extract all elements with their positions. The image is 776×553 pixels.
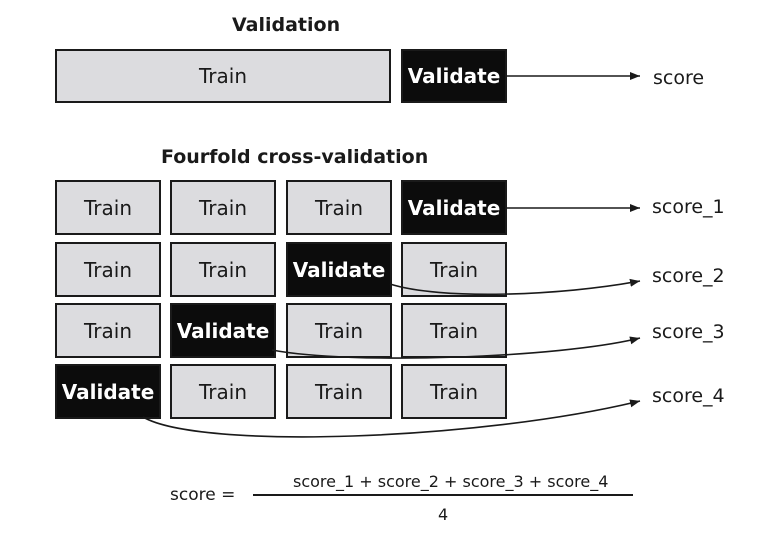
formula-numerator: score_1 + score_2 + score_3 + score_4 [293,472,609,491]
fold-1-train-box-1: Train [55,180,161,235]
fold-3-train-box-3: Train [286,303,392,358]
fold-4-train-box-2: Train [170,364,276,419]
fold-1-validate-box-4: Validate [401,180,507,235]
fold-arrow-2 [389,278,641,296]
fold-score-label-1: score_1 [652,196,725,218]
fold-arrow-3 [271,336,641,359]
fold-score-label-2: score_2 [652,265,725,287]
fold-score-label-4: score_4 [652,385,725,407]
fold-4-train-box-3: Train [286,364,392,419]
fold-1-train-box-2: Train [170,180,276,235]
validation-validate-box: Validate [401,49,507,103]
fold-3-validate-box-2: Validate [170,303,276,358]
cross-validation-title: Fourfold cross-validation [161,146,429,168]
fold-2-train-box-4: Train [401,242,507,297]
validation-score-label: score [653,67,705,89]
fold-4-train-box-4: Train [401,364,507,419]
fold-3-train-box-1: Train [55,303,161,358]
validation-train-box: Train [55,49,391,103]
fraction-bar [253,494,633,496]
fold-2-validate-box-3: Validate [286,242,392,297]
fold-2-train-box-1: Train [55,242,161,297]
fold-1-train-box-3: Train [286,180,392,235]
fold-arrow-4 [142,399,641,438]
fold-score-label-3: score_3 [652,321,725,343]
fold-4-validate-box-1: Validate [55,364,161,419]
fold-2-train-box-2: Train [170,242,276,297]
validation-title: Validation [232,14,341,36]
formula-denominator: 4 [438,505,449,524]
formula-lhs: score = [170,485,236,505]
